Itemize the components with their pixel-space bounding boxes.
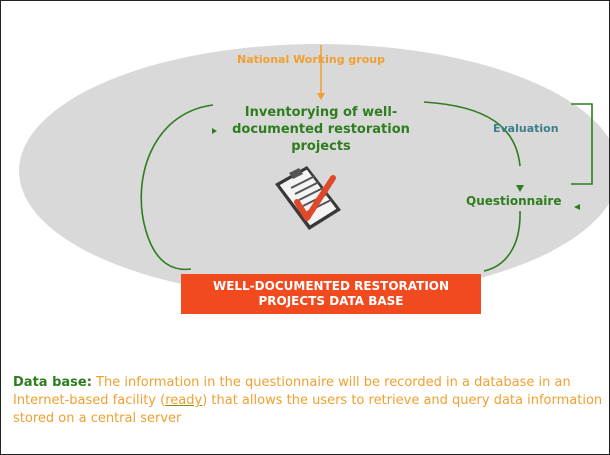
evaluation-bracket: [571, 103, 593, 185]
bottom-right-cycle-arrow: [483, 210, 521, 272]
description-keyword: Data base:: [13, 375, 92, 390]
evaluation-arrowhead: [574, 204, 580, 210]
working-group-arrowhead: [317, 93, 325, 100]
database-box-label: WELL-DOCUMENTED RESTORATION PROJECTS DAT…: [212, 279, 450, 308]
national-working-group-label: National Working group: [237, 53, 385, 66]
left-cycle-arrow: [140, 104, 214, 271]
top-right-cycle-arrow: [423, 101, 521, 167]
clipboard-check-icon: [275, 166, 341, 230]
ready-link[interactable]: ready: [165, 393, 203, 408]
evaluation-label: Evaluation: [493, 122, 559, 135]
questionnaire-label: Questionnaire: [466, 194, 562, 208]
database-box-bg: [181, 274, 481, 314]
inventory-label: Inventorying of well-documented restorat…: [232, 105, 410, 154]
left-small-arrowhead: [212, 128, 217, 134]
description-text-1: The information in the questionnaire wil…: [13, 375, 571, 408]
description-paragraph: Data base: The information in the questi…: [13, 374, 603, 428]
questionnaire-arrowhead: [516, 185, 524, 192]
description-text-2: ) that allows the users to retrieve and …: [13, 393, 603, 426]
